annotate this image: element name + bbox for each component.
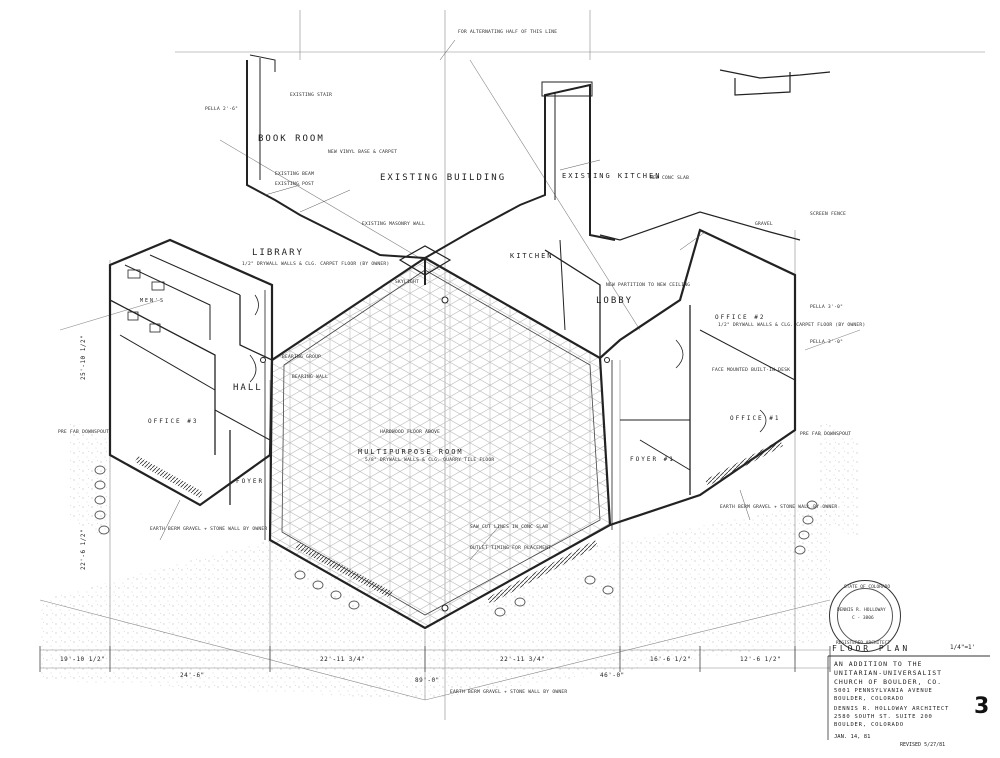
note-carpet-library: 1/2" DRYWALL WALLS & CLG. CARPET FLOOR (… xyxy=(242,262,390,267)
dimension-9: 25'-10 1/2" xyxy=(80,334,87,380)
room-label-lobby: LOBBY xyxy=(596,296,634,306)
dimension-4: 22'-11 3/4" xyxy=(500,656,546,663)
note-earth-berm-center: EARTH BERM GRAVEL + STONE WALL BY OWNER xyxy=(450,690,568,695)
note-existing-beam: EXISTING BEAM xyxy=(275,172,315,177)
stone-wall-center xyxy=(294,570,614,617)
right-wing-walls xyxy=(544,228,797,530)
note-earth-berm-left: EARTH BERM GRAVEL + STONE WALL BY OWNER xyxy=(150,527,268,532)
title-block-line-6: DENNIS R. HOLLOWAY ARCHITECT xyxy=(834,706,950,712)
title-block-line-2: UNITARIAN-UNIVERSALIST xyxy=(834,669,943,677)
dimension-1: 19'-10 1/2" xyxy=(60,656,106,663)
note-new-vinyl: NEW VINYL BASE & CARPET xyxy=(328,150,398,155)
note-hardwood: HARDWOOD FLOOR ABOVE xyxy=(380,430,441,435)
existing-building-walls xyxy=(246,54,831,285)
title-block-line-1: AN ADDITION TO THE xyxy=(834,660,923,668)
title-block-line-8: BOULDER, COLORADO xyxy=(834,722,904,728)
room-label-foyer-1: FOYER #1 xyxy=(630,456,675,463)
room-label-mens: MEN'S xyxy=(140,298,166,304)
seal-name: DENNIS R. HOLLOWAY xyxy=(837,608,886,613)
note-downspout-right: PRE FAB DOWNSPOUT xyxy=(800,432,852,437)
note-existing-masonry: EXISTING MASONRY WALL xyxy=(362,222,426,227)
column-markers xyxy=(260,296,610,612)
note-gravel: GRAVEL xyxy=(755,222,774,227)
stone-wall-right xyxy=(794,500,818,555)
seal-bottom-text: REGISTERED ARCHITECT xyxy=(836,641,891,646)
seal-top-text: STATE OF COLORADO xyxy=(844,585,891,590)
room-label-office-3: OFFICE #3 xyxy=(148,418,199,425)
dimension-8: 89'-0" xyxy=(415,677,440,684)
note-multipurpose-finish: 5/8" DRYWALL WALLS & CLG. QUARRY TILE FL… xyxy=(365,458,495,463)
architect-seal: STATE OF COLORADO DENNIS R. HOLLOWAY C -… xyxy=(829,580,901,652)
dimension-5: 46'-0" xyxy=(600,672,625,679)
title-block-date: JAN. 14, 81 xyxy=(834,734,871,740)
note-bearing-wall: BEARING WALL xyxy=(292,375,329,380)
dimension-3: 22'-11 3/4" xyxy=(320,656,366,663)
dimension-7: 12'-6 1/2" xyxy=(740,656,782,663)
note-bearing-group: BEARING GROUP xyxy=(282,355,322,360)
dimension-6: 16'-6 1/2" xyxy=(650,656,692,663)
elevation-3: PELLA 3'-0" xyxy=(810,340,844,345)
title-block-frame xyxy=(827,655,990,740)
note-existing-stair: EXISTING STAIR xyxy=(290,93,333,98)
title-block-title: FLOOR PLAN xyxy=(832,644,911,653)
note-slab: NEW CONC SLAB xyxy=(650,176,690,181)
note-alternating: FOR ALTERNATING HALF OF THIS LINE xyxy=(458,30,558,35)
title-block-line-7: 2580 SOUTH ST. SUITE 200 xyxy=(834,714,933,720)
note-saw-cut: SAW CUT LINES IN CONC SLAB xyxy=(470,525,549,530)
dimension-2: 24'-6" xyxy=(180,672,205,679)
room-label-existing-building: EXISTING BUILDING xyxy=(380,173,507,183)
room-label-existing-kitchen: EXISTING KITCHEN xyxy=(562,172,662,180)
note-existing-post: EXISTING POST xyxy=(275,182,315,187)
room-label-foyer: FOYER xyxy=(236,478,265,485)
note-fence: SCREEN FENCE xyxy=(810,212,847,217)
dimension-ticks xyxy=(39,646,831,672)
seal-number: C - 3806 xyxy=(852,616,874,621)
title-block-line-3: CHURCH OF BOULDER, CO. xyxy=(834,678,943,686)
window-wall-hatching xyxy=(135,440,783,604)
note-face-mounted: FACE MOUNTED BUILT-IN DESK xyxy=(712,368,791,373)
note-skylight: SKYLIGHT xyxy=(395,280,420,285)
seal-inner-ring xyxy=(837,588,893,644)
dimension-10: 22'-6 1/2" xyxy=(80,528,87,570)
title-block-scale: 1/4"=1' xyxy=(950,644,976,651)
room-label-book-room: BOOK ROOM xyxy=(258,134,325,144)
note-earth-berm-right: EARTH BERM GRAVEL + STONE WALL BY OWNER xyxy=(720,505,838,510)
note-new-partition: NEW PARTITION TO NEW CEILING xyxy=(606,283,691,288)
note-outlet-timing: OUTLET TIMING FOR PLACEMENT xyxy=(470,546,552,551)
stone-wall-left xyxy=(94,465,110,535)
note-office-finish: 1/2" DRYWALL WALLS & CLG. CARPET FLOOR (… xyxy=(718,323,866,328)
room-label-hall: HALL xyxy=(233,383,263,393)
room-label-office-1: OFFICE #1 xyxy=(730,415,781,422)
left-wing-walls xyxy=(108,238,274,540)
room-label-kitchen: KITCHEN xyxy=(510,252,554,260)
elevation-2: PELLA 3'-0" xyxy=(810,305,844,310)
room-label-office-2: OFFICE #2 xyxy=(715,314,766,321)
title-block-line-4: 5001 PENNSYLVANIA AVENUE xyxy=(834,688,933,694)
title-block-line-5: BOULDER, COLORADO xyxy=(834,696,904,702)
elevation-1: PELLA 2'-6" xyxy=(205,107,239,112)
room-label-library: LIBRARY xyxy=(252,248,304,258)
sheet-number: 3 xyxy=(974,694,990,719)
note-downspout-left: PRE FAB DOWNSPOUT xyxy=(58,430,110,435)
leader-lines xyxy=(159,39,751,561)
room-label-multipurpose: MULTIPURPOSE ROOM xyxy=(358,448,464,456)
title-block-revised: REVISED 5/27/81 xyxy=(900,742,946,748)
